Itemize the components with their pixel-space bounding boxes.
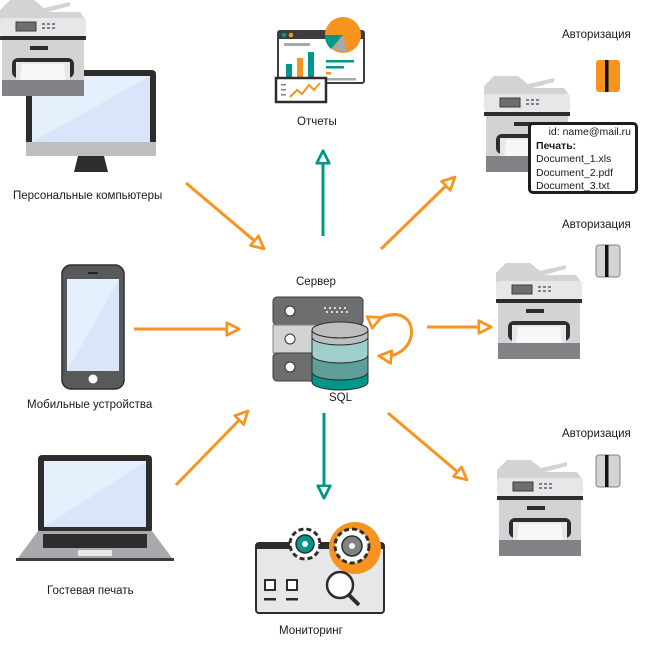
arrow-laptop-to-server	[174, 412, 247, 487]
gray-card-icon	[595, 454, 621, 488]
auth-label-2: Авторизация	[562, 219, 631, 231]
orange-card-icon	[596, 60, 620, 92]
mobile-label: Мобильные устройства	[27, 399, 153, 411]
sync-loop-arrow	[380, 313, 413, 357]
print-header: Печать:	[536, 139, 577, 152]
database-icon	[311, 321, 369, 391]
arrows	[134, 152, 490, 497]
gray-card-icon	[595, 244, 621, 278]
printer-2-icon	[495, 262, 583, 360]
reports-dashboard-icon	[274, 17, 365, 104]
document-item: Document_2.pdf	[536, 166, 614, 179]
auth-label-3: Авторизация	[562, 428, 631, 440]
reports-label: Отчеты	[297, 116, 337, 128]
print-queue-popup: id: name@mail.ru Печать: Document_1.xls …	[528, 122, 638, 194]
gear-gray-icon	[333, 527, 371, 565]
printer-3-icon	[496, 459, 584, 557]
smartphone-icon	[61, 264, 125, 390]
gear-teal-icon	[288, 527, 322, 561]
sql-label: SQL	[329, 392, 353, 404]
laptop-icon	[16, 455, 174, 561]
arrow-server-to-printer-1	[379, 178, 454, 251]
magnifier-icon	[325, 570, 361, 607]
document-item: Document_3.txt	[536, 180, 610, 192]
printer-template	[0, 0, 86, 96]
auth-label-1: Авторизация	[562, 29, 631, 41]
arrow-server-to-printer-3	[387, 411, 466, 479]
guest-print-label: Гостевая печать	[47, 585, 134, 597]
document-item: Document_1.xls	[536, 153, 612, 165]
arrow-pc-to-server	[185, 181, 263, 248]
server-label: Сервер	[296, 276, 336, 288]
monitoring-window-icon	[255, 522, 385, 614]
desktop-monitor-icon	[26, 70, 156, 172]
pc-label: Персональные компьютеры	[13, 190, 163, 202]
monitoring-label: Мониторинг	[279, 625, 343, 637]
user-id-text: id: name@mail.ru	[548, 126, 631, 138]
